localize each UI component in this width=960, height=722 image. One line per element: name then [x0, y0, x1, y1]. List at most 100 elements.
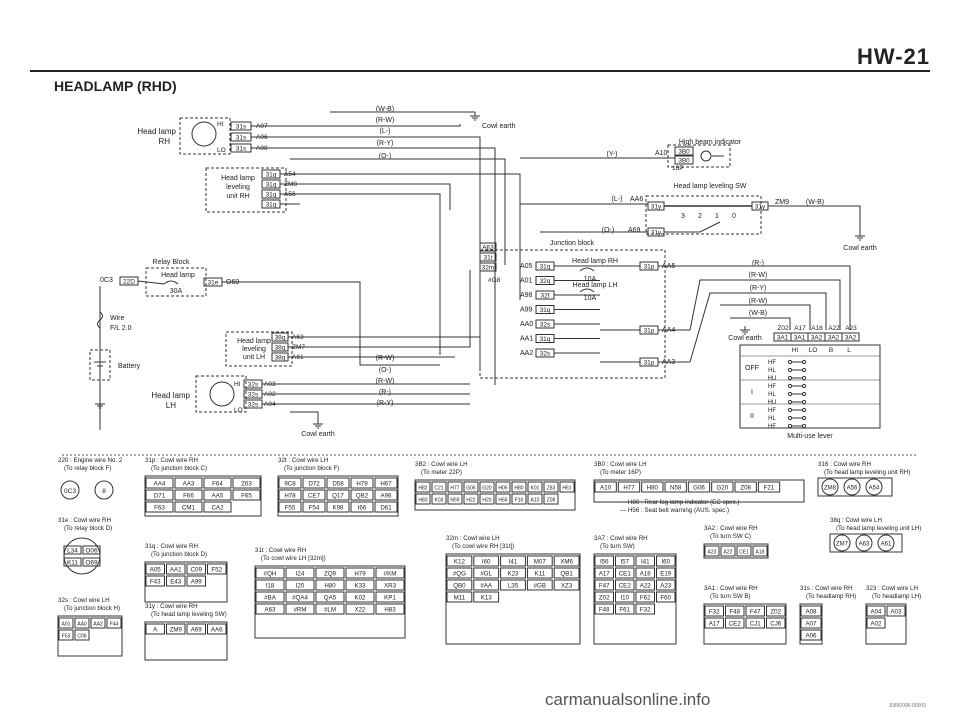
- connector-3A2-pin-label: A23: [708, 550, 717, 556]
- connector-31t-pin-label: X22: [354, 607, 366, 614]
- connector-32m-pin: [473, 555, 500, 567]
- connector-3B0-pin-label: H80: [647, 485, 659, 492]
- connector-31p-pin-label: F66: [183, 493, 194, 500]
- connector-31q-label: 31q : Cowl wire RH: [145, 543, 198, 550]
- leveling-sw-contact: [664, 221, 721, 233]
- connector-3B2-pin-label: A10: [531, 498, 540, 504]
- connector-31s-pin-label: A07: [805, 621, 817, 628]
- multiuse-contact-icon: [787, 407, 793, 413]
- connector-31e-pin: [82, 557, 101, 567]
- connector-32m-pin-label: K13: [481, 595, 493, 602]
- multiuse-contact-label: HL: [768, 416, 776, 422]
- connector-3A7-pin-label: I41: [641, 559, 650, 566]
- leveling-sw-wire: (L-): [612, 196, 623, 203]
- connector-32m-pin: [500, 555, 526, 567]
- connector-3A2-pin-label: CE1: [739, 550, 749, 556]
- connector-31t-pin: [375, 579, 405, 591]
- wire-color-label: (W-B): [376, 106, 394, 113]
- wire-lh-ground: [290, 411, 319, 420]
- connector-31t-pin: [315, 567, 345, 579]
- connector-31t-pin: [315, 579, 345, 591]
- connector-31y-body: [144, 621, 228, 661]
- connector-3A1-pin-label: CE2: [729, 621, 742, 628]
- relay-block-label: Relay Block: [153, 259, 190, 266]
- battery-box: [89, 349, 111, 381]
- legend-entry: — H80 : Rear fog lamp indicator (EC spec…: [620, 499, 739, 506]
- cowl-earth-label: Cowl earth: [728, 335, 762, 342]
- connector-31e-pin-label: K11: [67, 560, 78, 567]
- leveling-rh-label: unit RH: [226, 193, 249, 200]
- relay-block-pin-label: 22D: [123, 279, 135, 286]
- connector-31t-pin: [255, 591, 285, 603]
- leveling-rh-pin-label: 31q: [266, 202, 277, 209]
- connector-3A7-pin: [656, 591, 676, 603]
- high-beam-wire-label: (Y-): [606, 151, 617, 158]
- connector-32s-pin: [74, 617, 90, 629]
- connector-3A7-sub: (To turn SW): [600, 543, 635, 550]
- leveling-rh-pin-label: 31q: [266, 182, 277, 189]
- connector-32m-pin: [553, 567, 580, 579]
- leveling-sw-pin-label: 31y: [651, 204, 662, 211]
- headlamp-rh-pin-label: 31s: [236, 135, 247, 142]
- connector-3A7-pin: [635, 555, 655, 567]
- connector-32t-pin: [350, 501, 374, 513]
- connector-3A1-pin-label: F32: [709, 609, 720, 616]
- junction-block-label: Junction block: [550, 240, 595, 247]
- junction-left-code: AA1: [520, 336, 533, 343]
- connector-3B2-pin: [431, 481, 447, 493]
- headlamp-lh-label: Head lamp: [151, 391, 190, 400]
- connector-323-body: [865, 603, 907, 645]
- connector-3B2-pin-label: K01: [531, 486, 540, 492]
- junction-pin-label: A63: [482, 245, 494, 252]
- headlamp-lh-lo: LO: [234, 407, 243, 414]
- wire-color-label: (O-): [379, 367, 391, 374]
- leveling-lh-pin-label: 38q: [275, 335, 286, 342]
- connector-32t-pin-label: F55: [285, 505, 296, 512]
- connector-3A7-pin: [635, 591, 655, 603]
- connector-31t-pin: [375, 603, 405, 615]
- connector-32s-pin-label: C06: [77, 634, 86, 640]
- connector-32t-pin-label: A96: [380, 493, 392, 500]
- connector-31e-sub: (To relay block D): [64, 525, 112, 532]
- connector-3A1-pin: [704, 617, 724, 629]
- connector-3A2-pin-label: A22: [724, 550, 733, 556]
- multiuse-connector-pin-label: 3A2: [828, 335, 840, 342]
- connector-3B2-pin-label: G06: [466, 486, 476, 492]
- connector-31t-pin-label: #QA4: [292, 595, 308, 602]
- connector-3A7-pin-label: E19: [660, 571, 672, 578]
- connector-323-sub: (To headlamp LH): [872, 593, 921, 600]
- connector-31t-label: 31t : Cowl wire RH: [255, 547, 306, 554]
- connector-32m-pin: [553, 555, 580, 567]
- connector-3B2-pin: [415, 481, 431, 493]
- connector-31t-pin: [345, 567, 375, 579]
- connector-32t-pin-label: H67: [380, 481, 392, 488]
- connector-31p-pin: [232, 477, 261, 489]
- multiuse-col-head: B: [829, 347, 833, 354]
- connector-31t-body: [254, 565, 406, 639]
- headlamp-rh-label: Head lamp: [137, 127, 176, 136]
- headlamp-lh-pin-label: 32s: [248, 382, 259, 389]
- connector-3A7-pin: [594, 579, 614, 591]
- connector-32t-pin-label: QB2: [356, 493, 369, 500]
- junction-left-pin-label: 32s: [540, 351, 551, 358]
- wire-color-label: (R-W): [376, 117, 395, 124]
- connector-3A7-pin: [615, 603, 635, 615]
- multiuse-contact-icon: [801, 391, 807, 397]
- headlamp-lh-pin-label: 32s: [248, 392, 259, 399]
- right-wire-label: (R-): [752, 260, 764, 267]
- connector-3A2-pin-label: A18: [756, 550, 765, 556]
- connector-316-pin-icon: [843, 478, 861, 496]
- connector-31t-pin-label: H83: [384, 607, 396, 614]
- connector-3B0-pin: [594, 481, 617, 493]
- connector-3B0-pin-label: N58: [670, 485, 682, 492]
- connector-3A1-pin: [725, 605, 745, 617]
- connector-32s-pin: [90, 617, 106, 629]
- connector-31t-pin: [315, 603, 345, 615]
- wire-right-1: [690, 265, 851, 330]
- junction-left-pin-label: 31q: [540, 336, 551, 343]
- leveling-lh-label: unit LH: [243, 354, 265, 361]
- connector-31q-pin-label: F52: [211, 567, 222, 574]
- connector-31q-pin-label: E43: [170, 579, 182, 586]
- fusible-link-sub: F/L 2.0: [110, 325, 132, 332]
- multiuse-switch-box: [739, 344, 881, 429]
